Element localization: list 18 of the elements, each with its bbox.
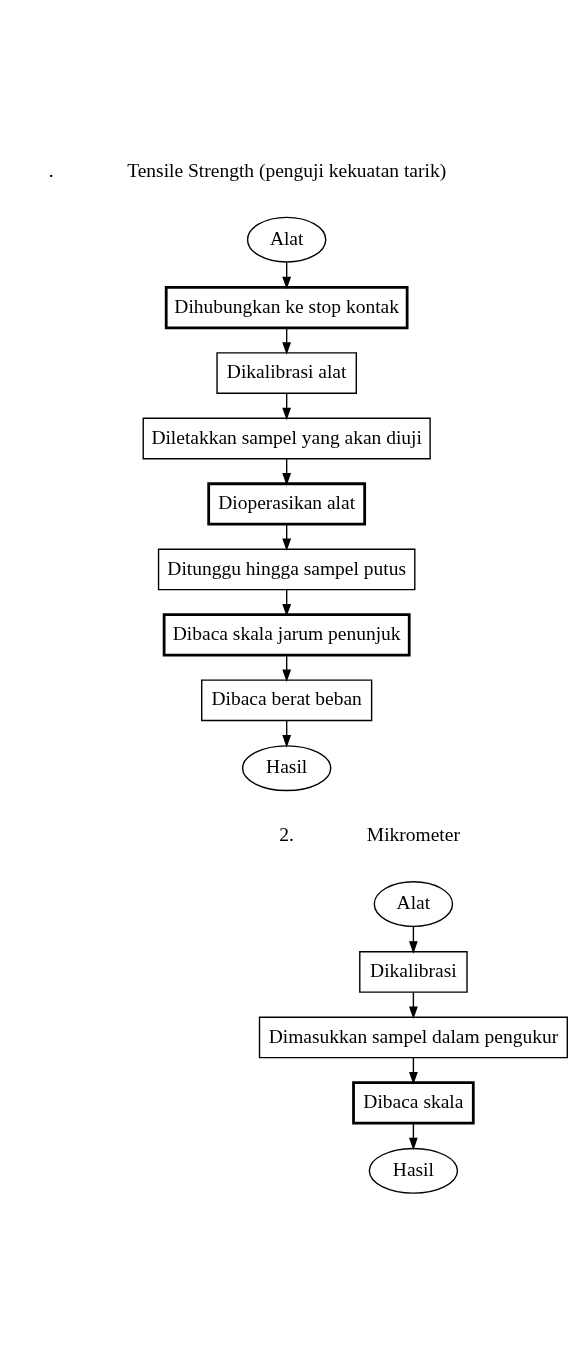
node-ellipse: Alat: [373, 881, 454, 928]
node-box: Dihubungkan ke stop kontak: [164, 286, 409, 330]
label: .: [48, 159, 54, 181]
node-box: Dibaca skala: [352, 1081, 475, 1125]
node-box: Diletakkan sampel yang akan diuji: [142, 417, 431, 460]
node-box: Dibaca skala jarum penunjuk: [162, 613, 411, 657]
node-box: Dikalibrasi alat: [216, 352, 357, 394]
node-ellipse: Hasil: [368, 1147, 459, 1194]
label: Mikrometer: [366, 824, 460, 846]
label: 2.: [279, 824, 294, 846]
node-box: Dibaca berat beban: [201, 679, 373, 722]
node-box: Dikalibrasi: [359, 951, 468, 993]
node-box: Ditunggu hingga sampel putus: [157, 548, 416, 591]
node-ellipse: Alat: [246, 216, 327, 263]
node-box: Dioperasikan alat: [207, 482, 367, 526]
label: Tensile Strength (penguji kekuatan tarik): [127, 159, 447, 181]
node-ellipse: Hasil: [241, 745, 332, 792]
node-box: Dimasukkan sampel dalam pengukur: [258, 1016, 568, 1059]
